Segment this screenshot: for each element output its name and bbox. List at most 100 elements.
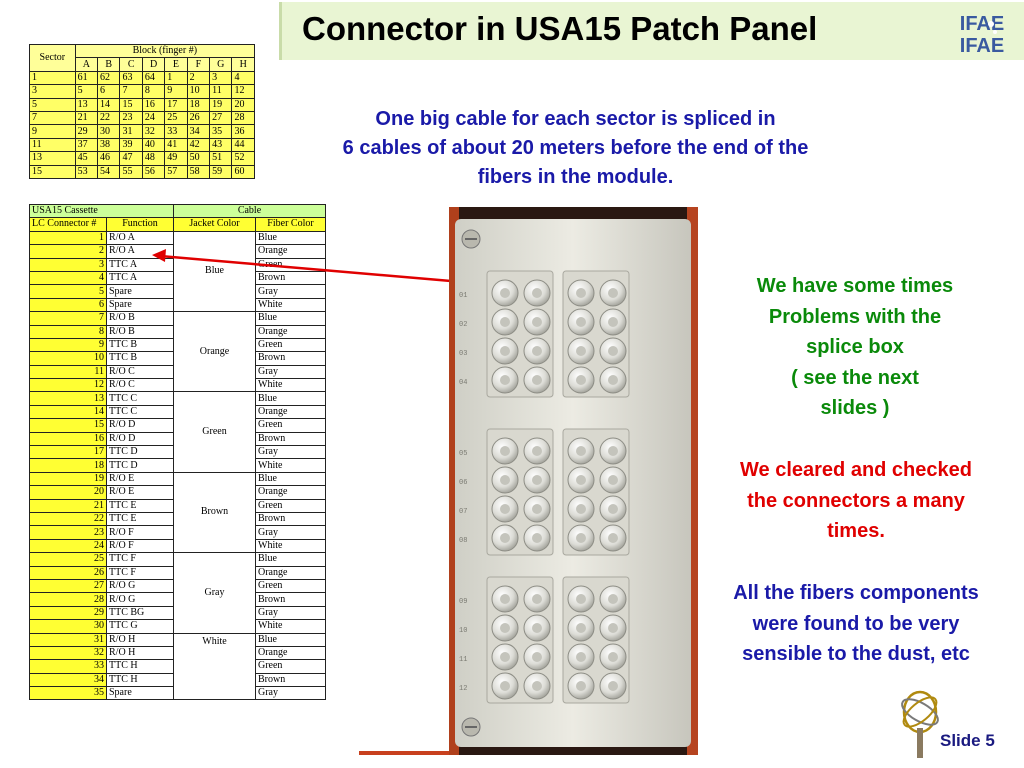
lc-number-cell: 35	[29, 686, 107, 701]
svg-text:IFAE: IFAE	[960, 13, 1004, 35]
block-cell: 9	[164, 84, 188, 99]
fiber-color-cell: Brown	[255, 592, 326, 607]
slide-title: Connector in USA15 Patch Panel	[302, 10, 818, 47]
block-cell: 11	[209, 84, 233, 99]
cleared-line-2: the connectors a many	[747, 489, 965, 512]
lc-number-cell: 24	[29, 538, 107, 554]
block-cell: 20	[231, 97, 255, 112]
connector-cap-center	[500, 346, 510, 356]
jacket-color-cell: Blue	[173, 230, 256, 313]
lc-number-cell: 1	[29, 230, 107, 246]
function-cell: TTC A	[106, 257, 174, 272]
lc-number-cell: 28	[29, 592, 107, 607]
lc-number-cell: 13	[29, 391, 107, 406]
block-cell: 23	[119, 110, 143, 126]
lc-number-cell: 11	[29, 364, 107, 380]
connector-cap-center	[532, 317, 542, 327]
block-cell: 45	[74, 151, 99, 166]
function-cell: TTC F	[106, 552, 174, 567]
block-cell: 52	[231, 151, 255, 166]
lc-number-cell: 17	[29, 445, 107, 460]
block-cell: 2	[186, 70, 211, 86]
port-label: 01	[459, 292, 467, 300]
function-cell: Spare	[106, 297, 174, 313]
connector-cap-center	[608, 504, 618, 514]
lc-number-cell: 5	[29, 284, 107, 299]
fiber-color-cell: Orange	[255, 565, 326, 580]
block-cell: 37	[74, 137, 99, 153]
lc-number-cell: 4	[29, 270, 107, 286]
lc-number-cell: 22	[29, 511, 107, 527]
connector-cap-center	[576, 317, 586, 327]
fiber-color-cell: Orange	[255, 324, 326, 339]
connector-cap-center	[532, 446, 542, 456]
function-cell: TTC B	[106, 351, 174, 366]
port-label: 11	[459, 656, 467, 664]
lc-number-cell: 3	[29, 257, 107, 272]
block-cell: 10	[186, 84, 211, 99]
sector-cell: 15	[29, 164, 76, 179]
connector-cap-center	[608, 317, 618, 327]
port-label: 09	[459, 598, 467, 606]
block-cell: 18	[186, 97, 211, 112]
fiber-color-cell: Brown	[255, 672, 326, 688]
connector-cap-center	[608, 594, 618, 604]
function-cell: R/O D	[106, 418, 174, 433]
block-cell: 31	[119, 124, 143, 139]
problems-line-3: splice box	[806, 336, 904, 358]
fiber-color-cell: Blue	[255, 230, 326, 246]
block-cell: 57	[164, 164, 188, 179]
block-cell: 30	[97, 124, 121, 139]
block-cell: 15	[119, 97, 143, 112]
block-cell: 55	[119, 164, 143, 179]
fiber-color-cell: Orange	[255, 244, 326, 259]
fiber-color-cell: Orange	[255, 485, 326, 500]
block-column-header: D	[141, 57, 166, 72]
connector-cap-center	[608, 446, 618, 456]
cleared-text: We cleared and checked the connectors a …	[700, 455, 1012, 547]
connector-cap-center	[576, 652, 586, 662]
function-cell: TTC BG	[106, 605, 174, 621]
ifae-logo: IFAE IFAE	[947, 8, 1017, 56]
connector-cap-center	[500, 288, 510, 298]
function-cell: R/O A	[106, 244, 174, 259]
lc-number-cell: 10	[29, 351, 107, 366]
block-cell: 35	[209, 124, 233, 139]
photo-base-strip	[359, 751, 452, 755]
fiber-color-cell: White	[255, 297, 326, 313]
cleared-line-3: times.	[827, 520, 885, 542]
function-header: Function	[106, 217, 174, 232]
function-cell: R/O H	[106, 632, 174, 647]
function-cell: TTC H	[106, 659, 174, 674]
block-cell: 62	[97, 70, 121, 86]
connector-cap-center	[576, 375, 586, 385]
sector-cell: 11	[29, 137, 76, 153]
function-cell: R/O A	[106, 230, 174, 246]
function-cell: R/O C	[106, 378, 174, 393]
block-cell: 42	[186, 137, 211, 153]
block-cell: 48	[141, 151, 166, 166]
connector-cap-center	[576, 288, 586, 298]
block-cell: 60	[231, 164, 255, 179]
dust-line-3: sensible to the dust, etc	[742, 643, 970, 665]
lc-number-cell: 12	[29, 378, 107, 393]
fiber-color-cell: Green	[255, 257, 326, 272]
block-cell: 34	[186, 124, 211, 139]
block-cell: 47	[119, 151, 143, 166]
fiber-color-cell: Gray	[255, 364, 326, 380]
connector-cap-center	[576, 446, 586, 456]
port-label: 02	[459, 321, 467, 329]
fiber-color-cell: Blue	[255, 391, 326, 406]
block-cell: 51	[209, 151, 233, 166]
block-cell: 28	[231, 110, 255, 126]
connector-cap-center	[608, 623, 618, 633]
block-cell: 22	[97, 110, 121, 126]
cable-header: Cable	[173, 203, 326, 219]
